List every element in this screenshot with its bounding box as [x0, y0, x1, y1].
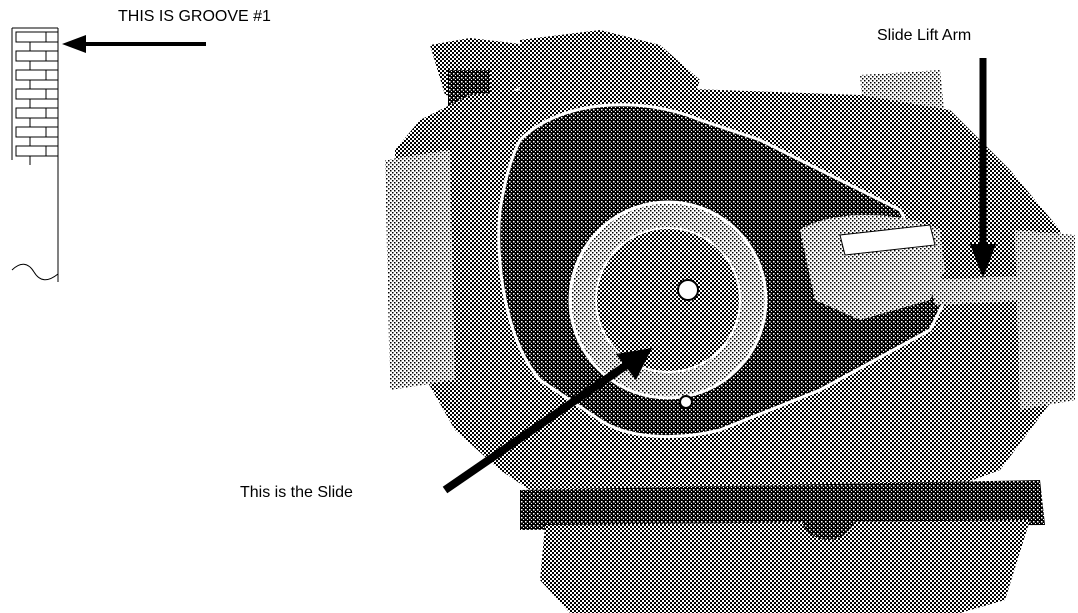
needle-break-line: [11, 263, 59, 281]
lift-arm-arrow-head: [970, 244, 996, 278]
needle-grooves: [15, 31, 58, 165]
needle-groove: [15, 31, 47, 43]
slide-piston: [595, 227, 741, 373]
slide-center-screw: [677, 279, 699, 301]
drain-port: [800, 484, 856, 540]
needle-groove: [15, 145, 47, 157]
groove-label: THIS IS GROOVE #1: [118, 8, 271, 25]
needle-groove: [15, 69, 47, 81]
lift-arm-rail: [930, 275, 1045, 305]
slide-label: This is the Slide: [240, 484, 353, 501]
slide-arrow-head: [616, 348, 652, 380]
carburetor-photo: [385, 30, 1075, 613]
bowl-gasket: [520, 480, 1045, 530]
cover-screw: [679, 395, 693, 409]
annotation-arrows: [62, 35, 996, 494]
needle-groove: [15, 50, 47, 62]
lift-arm-bar: [839, 224, 936, 256]
slide-arrow-shaft: [442, 356, 637, 494]
right-flange: [1015, 230, 1075, 410]
needle-groove: [15, 126, 47, 138]
float-bowl: [540, 520, 1030, 613]
jet-needle: [11, 27, 59, 282]
needle-groove: [15, 88, 47, 100]
left-flange: [385, 150, 455, 390]
lift-arm-label: Slide Lift Arm: [877, 27, 971, 44]
groove-arrow-head: [62, 35, 86, 53]
needle-groove: [15, 107, 47, 119]
